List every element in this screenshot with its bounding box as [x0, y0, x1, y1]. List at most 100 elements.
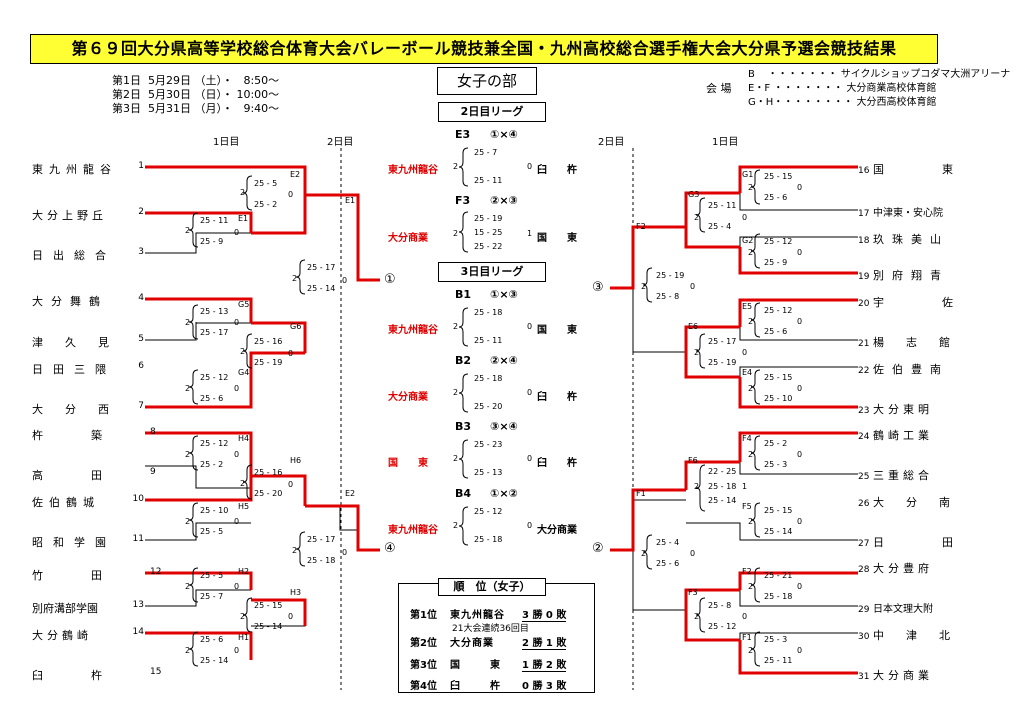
set-score: 25 - 15	[764, 172, 793, 181]
match-code: F5	[742, 502, 752, 511]
match-sets-won: 2	[185, 226, 191, 235]
set-score: 25 - 15	[254, 601, 283, 610]
match-sets-lost: 0	[288, 190, 294, 199]
match-sets-won: 2	[694, 612, 700, 621]
set-score: 25 - 4	[708, 222, 732, 231]
rank-record: 3 勝 0 敗	[522, 606, 567, 622]
team-seed: 30	[858, 632, 870, 642]
left-day2-header: 2日目	[327, 137, 354, 148]
set-score: 25 - 13	[200, 307, 229, 316]
team-name: 別府翔青	[872, 269, 949, 282]
team-name: 中津東・安心院	[872, 208, 943, 219]
team-seed: 11	[132, 534, 144, 544]
set-score: 25 - 18	[764, 592, 793, 601]
team-name: 宇佐	[872, 296, 1011, 309]
left-day1-header: 1日目	[213, 137, 240, 148]
match-sets-lost: 0	[288, 349, 294, 358]
match-sets-won: 2	[240, 188, 246, 197]
rank-team: 臼 杵	[450, 681, 500, 692]
set-score: 25 - 6	[656, 559, 680, 568]
match-sets-lost: 0	[797, 248, 803, 257]
rank-record: 1 勝 2 敗	[522, 656, 567, 672]
league-set-score: 25 - 19	[474, 214, 503, 223]
set-score: 22 - 25	[708, 467, 737, 476]
set-score: 25 - 6	[764, 327, 788, 336]
match-sets-won: 2	[748, 317, 754, 326]
right-team-28: 28 大分豊府	[858, 560, 962, 576]
league-match-pair: ②×③	[490, 194, 518, 207]
match-sets-won: 2	[694, 348, 700, 357]
team-name: 中津北	[872, 629, 972, 642]
team-seed: 28	[858, 565, 870, 575]
match-sets-won: 2	[748, 517, 754, 526]
team-name: 大分商業	[872, 669, 933, 682]
match-sets-lost: 0	[342, 548, 348, 557]
team-seed: 24	[858, 432, 870, 442]
league-away-team: 臼 杵	[537, 458, 577, 469]
team-name: 大分西	[32, 403, 131, 416]
match-sets-lost: 0	[797, 646, 803, 655]
match-sets-won: 2	[694, 482, 700, 491]
team-name: 大分上野丘	[32, 209, 107, 222]
match-code: G3	[688, 190, 700, 199]
right-team-27: 27 日田	[858, 534, 962, 550]
match-sets-lost: 0	[234, 582, 240, 591]
league-sets-lost: 0	[527, 521, 533, 530]
rank-place: 第1位	[410, 610, 437, 621]
team-seed: 7	[138, 401, 144, 411]
set-score: 25 - 16	[254, 337, 283, 346]
team-seed: 14	[132, 627, 144, 637]
match-code: G4	[238, 368, 250, 377]
match-sets-won: 2	[185, 582, 191, 591]
match-sets-won: 2	[694, 213, 700, 222]
league-day2-box: 2日目リーグ	[438, 102, 546, 122]
set-score: 25 - 9	[200, 237, 224, 246]
set-score: 25 - 17	[708, 337, 737, 346]
venue-ef: E・F ・・・・・・・ 大分商業高校体育館	[748, 83, 937, 94]
league-set-score: 25 - 23	[474, 440, 503, 449]
match-sets-won: 2	[748, 582, 754, 591]
team-name: 東九州龍谷	[32, 163, 117, 176]
match-sets-lost: 0	[288, 480, 294, 489]
match-code: G1	[742, 170, 754, 179]
league-away-team: 大分商業	[537, 525, 577, 536]
right-team-29: 29 日本文理大附	[858, 600, 962, 615]
team-name: 楊志館	[872, 336, 972, 349]
set-score: 25 - 5	[254, 179, 278, 188]
match-code: G6	[290, 322, 302, 331]
team-name: 鶴崎工業	[872, 429, 933, 442]
right-team-25: 25 三重総合	[858, 467, 962, 483]
team-name: 玖珠美山	[872, 233, 949, 246]
set-score: 25 - 12	[200, 439, 229, 448]
bracket-red-lines	[145, 165, 858, 675]
team-name: 日田三隈	[32, 363, 116, 376]
league-home-team: 国 東	[388, 458, 428, 469]
right-team-21: 21 楊志館	[858, 334, 962, 350]
right-team-19: 19 別府翔青	[858, 267, 962, 283]
set-score: 25 - 15	[764, 506, 793, 515]
set-score: 25 - 10	[764, 394, 793, 403]
team-seed: 22	[858, 366, 870, 376]
ranking-title: 順 位（女子）	[438, 578, 546, 596]
match-code: F6	[688, 456, 698, 465]
set-score: 25 - 16	[254, 468, 283, 477]
team-seed: 8	[150, 427, 156, 437]
set-score: 25 - 14	[764, 527, 793, 536]
set-score: 25 - 8	[708, 601, 732, 610]
final-label-1: ①	[384, 272, 396, 287]
set-score: 25 - 2	[254, 200, 278, 209]
rank-place: 第4位	[410, 681, 437, 692]
team-seed: 15	[150, 667, 162, 677]
set-score: 25 - 18	[708, 482, 737, 491]
set-score: 25 - 2	[764, 439, 788, 448]
set-score: 25 - 17	[200, 328, 229, 337]
match-code: E1	[238, 214, 249, 223]
score-braces	[188, 147, 761, 667]
match-sets-won: 2	[292, 274, 298, 283]
